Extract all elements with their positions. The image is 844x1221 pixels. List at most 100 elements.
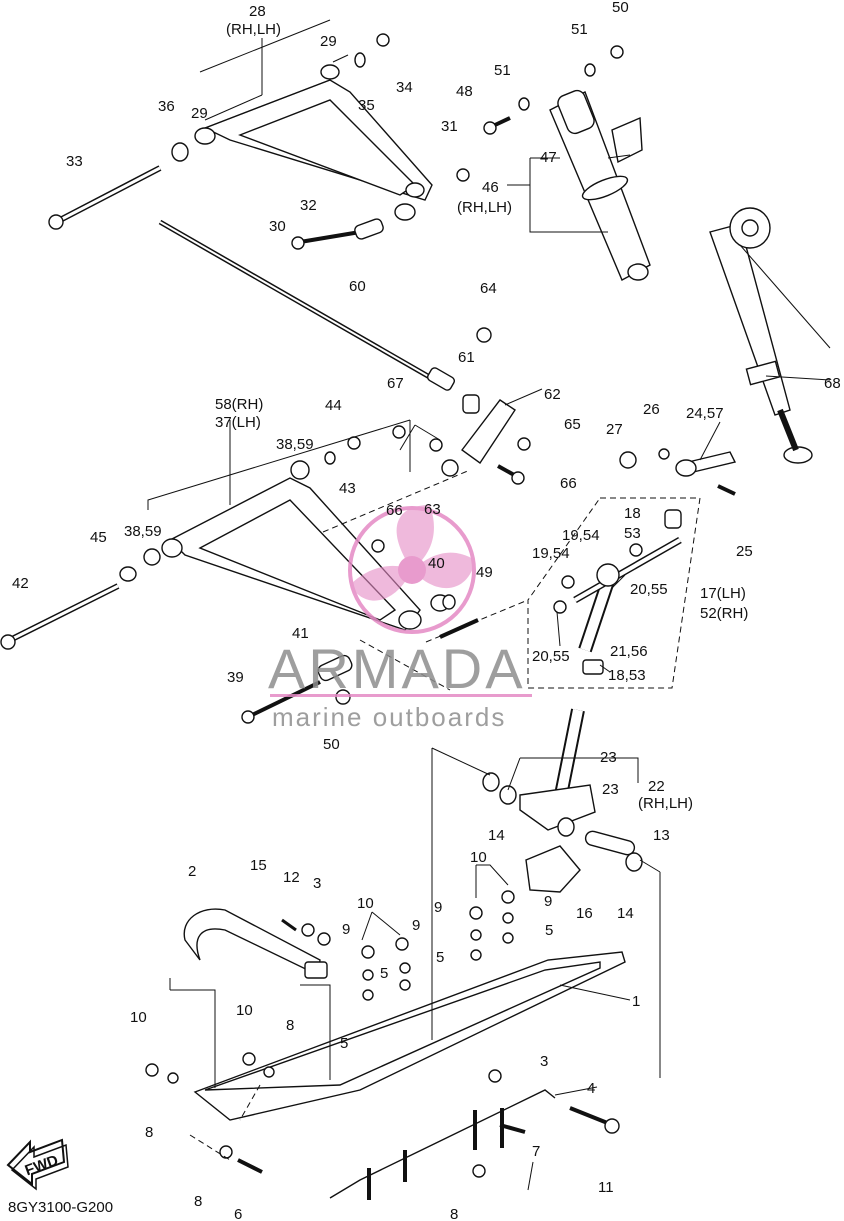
callout-28-sub: (RH,LH) — [226, 21, 281, 38]
callout-5: 5 — [545, 922, 553, 939]
callout-50: 50 — [612, 0, 629, 16]
callout-49: 49 — [476, 564, 493, 581]
callout-37-lh: 37(LH) — [215, 414, 261, 431]
callout-64: 64 — [480, 280, 497, 297]
callout-10: 10 — [236, 1002, 253, 1019]
callout-65: 65 — [564, 416, 581, 433]
callout-45: 45 — [90, 529, 107, 546]
callout-47: 47 — [540, 149, 557, 166]
callout-21-56: 21,56 — [610, 643, 648, 660]
callout-8: 8 — [450, 1206, 458, 1221]
callout-20-55: 20,55 — [630, 581, 668, 598]
callout-9: 9 — [544, 893, 552, 910]
callout-3: 3 — [540, 1053, 548, 1070]
ski — [145, 890, 626, 1200]
callout-67: 67 — [387, 375, 404, 392]
callout-48: 48 — [456, 83, 473, 100]
callout-labels: 1 2 3 3 4 5 5 5 5 6 7 8 8 8 8 9 9 9 9 10… — [12, 0, 841, 1221]
callout-5: 5 — [380, 965, 388, 982]
alignment-lines — [189, 469, 529, 1161]
callout-34: 34 — [396, 79, 413, 96]
callout-31: 31 — [441, 118, 458, 135]
callout-5: 5 — [436, 949, 444, 966]
callout-20-55: 20,55 — [532, 648, 570, 665]
callout-27: 27 — [606, 421, 623, 438]
callout-1: 1 — [632, 993, 640, 1010]
spindle-group-outline — [527, 497, 701, 689]
callout-43: 43 — [339, 480, 356, 497]
callout-52-rh: 52(RH) — [700, 605, 748, 622]
callout-36: 36 — [158, 98, 175, 115]
callout-16: 16 — [576, 905, 593, 922]
callout-61: 61 — [458, 349, 475, 366]
callout-63: 63 — [424, 501, 441, 518]
callout-23: 23 — [600, 749, 617, 766]
callout-18: 18 — [624, 505, 641, 522]
callout-18-53: 18,53 — [608, 667, 646, 684]
callout-35: 35 — [358, 97, 375, 114]
callout-22-sub: (RH,LH) — [638, 795, 693, 812]
callout-38-59: 38,59 — [276, 436, 314, 453]
callout-66: 66 — [386, 502, 403, 519]
callout-24-57: 24,57 — [686, 405, 724, 422]
bracket-62 — [392, 327, 531, 485]
callout-38-59: 38,59 — [124, 523, 162, 540]
steering-arm — [709, 207, 831, 464]
watermark-brand: ARMADA — [268, 637, 526, 700]
upper-a-arm — [194, 64, 433, 221]
callout-4: 4 — [587, 1080, 595, 1097]
callout-51: 51 — [571, 21, 588, 38]
callout-42: 42 — [12, 575, 29, 592]
callout-39: 39 — [227, 669, 244, 686]
callout-44: 44 — [325, 397, 342, 414]
watermark-tagline: marine outboards — [272, 702, 506, 732]
callout-6: 6 — [234, 1206, 242, 1221]
callout-19-54: 19,54 — [532, 545, 570, 562]
callout-22: 22 — [648, 778, 665, 795]
leader-lines — [147, 19, 831, 1191]
lower-bolts — [0, 436, 479, 724]
callout-8: 8 — [145, 1124, 153, 1141]
callout-8: 8 — [286, 1017, 294, 1034]
callout-62: 62 — [544, 386, 561, 403]
callout-5: 5 — [340, 1035, 348, 1052]
callout-51: 51 — [494, 62, 511, 79]
callout-50: 50 — [323, 736, 340, 753]
fwd-arrow: FWD — [6, 1138, 69, 1191]
callout-8: 8 — [194, 1193, 202, 1210]
callout-32: 32 — [300, 197, 317, 214]
callout-66: 66 — [560, 475, 577, 492]
callout-9: 9 — [342, 921, 350, 938]
callout-17-lh: 17(LH) — [700, 585, 746, 602]
callout-40: 40 — [428, 555, 445, 572]
callout-10: 10 — [130, 1009, 147, 1026]
shock-absorber — [549, 89, 651, 281]
spindle — [553, 451, 682, 675]
steering-link — [658, 448, 737, 496]
callout-23: 23 — [602, 781, 619, 798]
callout-19-54: 19,54 — [562, 527, 600, 544]
callout-33: 33 — [66, 153, 83, 170]
callout-29: 29 — [191, 105, 208, 122]
callout-12: 12 — [283, 869, 300, 886]
callout-10: 10 — [470, 849, 487, 866]
callout-60: 60 — [349, 278, 366, 295]
watermark: ARMADA marine outboards — [268, 505, 532, 732]
callout-14: 14 — [488, 827, 505, 844]
ski-spindle — [482, 708, 643, 893]
callout-25: 25 — [736, 543, 753, 560]
callout-14: 14 — [617, 905, 634, 922]
callout-9: 9 — [434, 899, 442, 916]
callout-53: 53 — [624, 525, 641, 542]
callout-68: 68 — [824, 375, 841, 392]
top-hardware — [291, 33, 624, 250]
callout-29: 29 — [320, 33, 337, 50]
callout-9: 9 — [412, 917, 420, 934]
callout-13: 13 — [653, 827, 670, 844]
callout-11: 11 — [598, 1179, 614, 1196]
callout-46: 46 — [482, 179, 499, 196]
callout-28: 28 — [249, 3, 266, 20]
callout-10: 10 — [357, 895, 374, 912]
tie-rod-60 — [158, 219, 455, 391]
